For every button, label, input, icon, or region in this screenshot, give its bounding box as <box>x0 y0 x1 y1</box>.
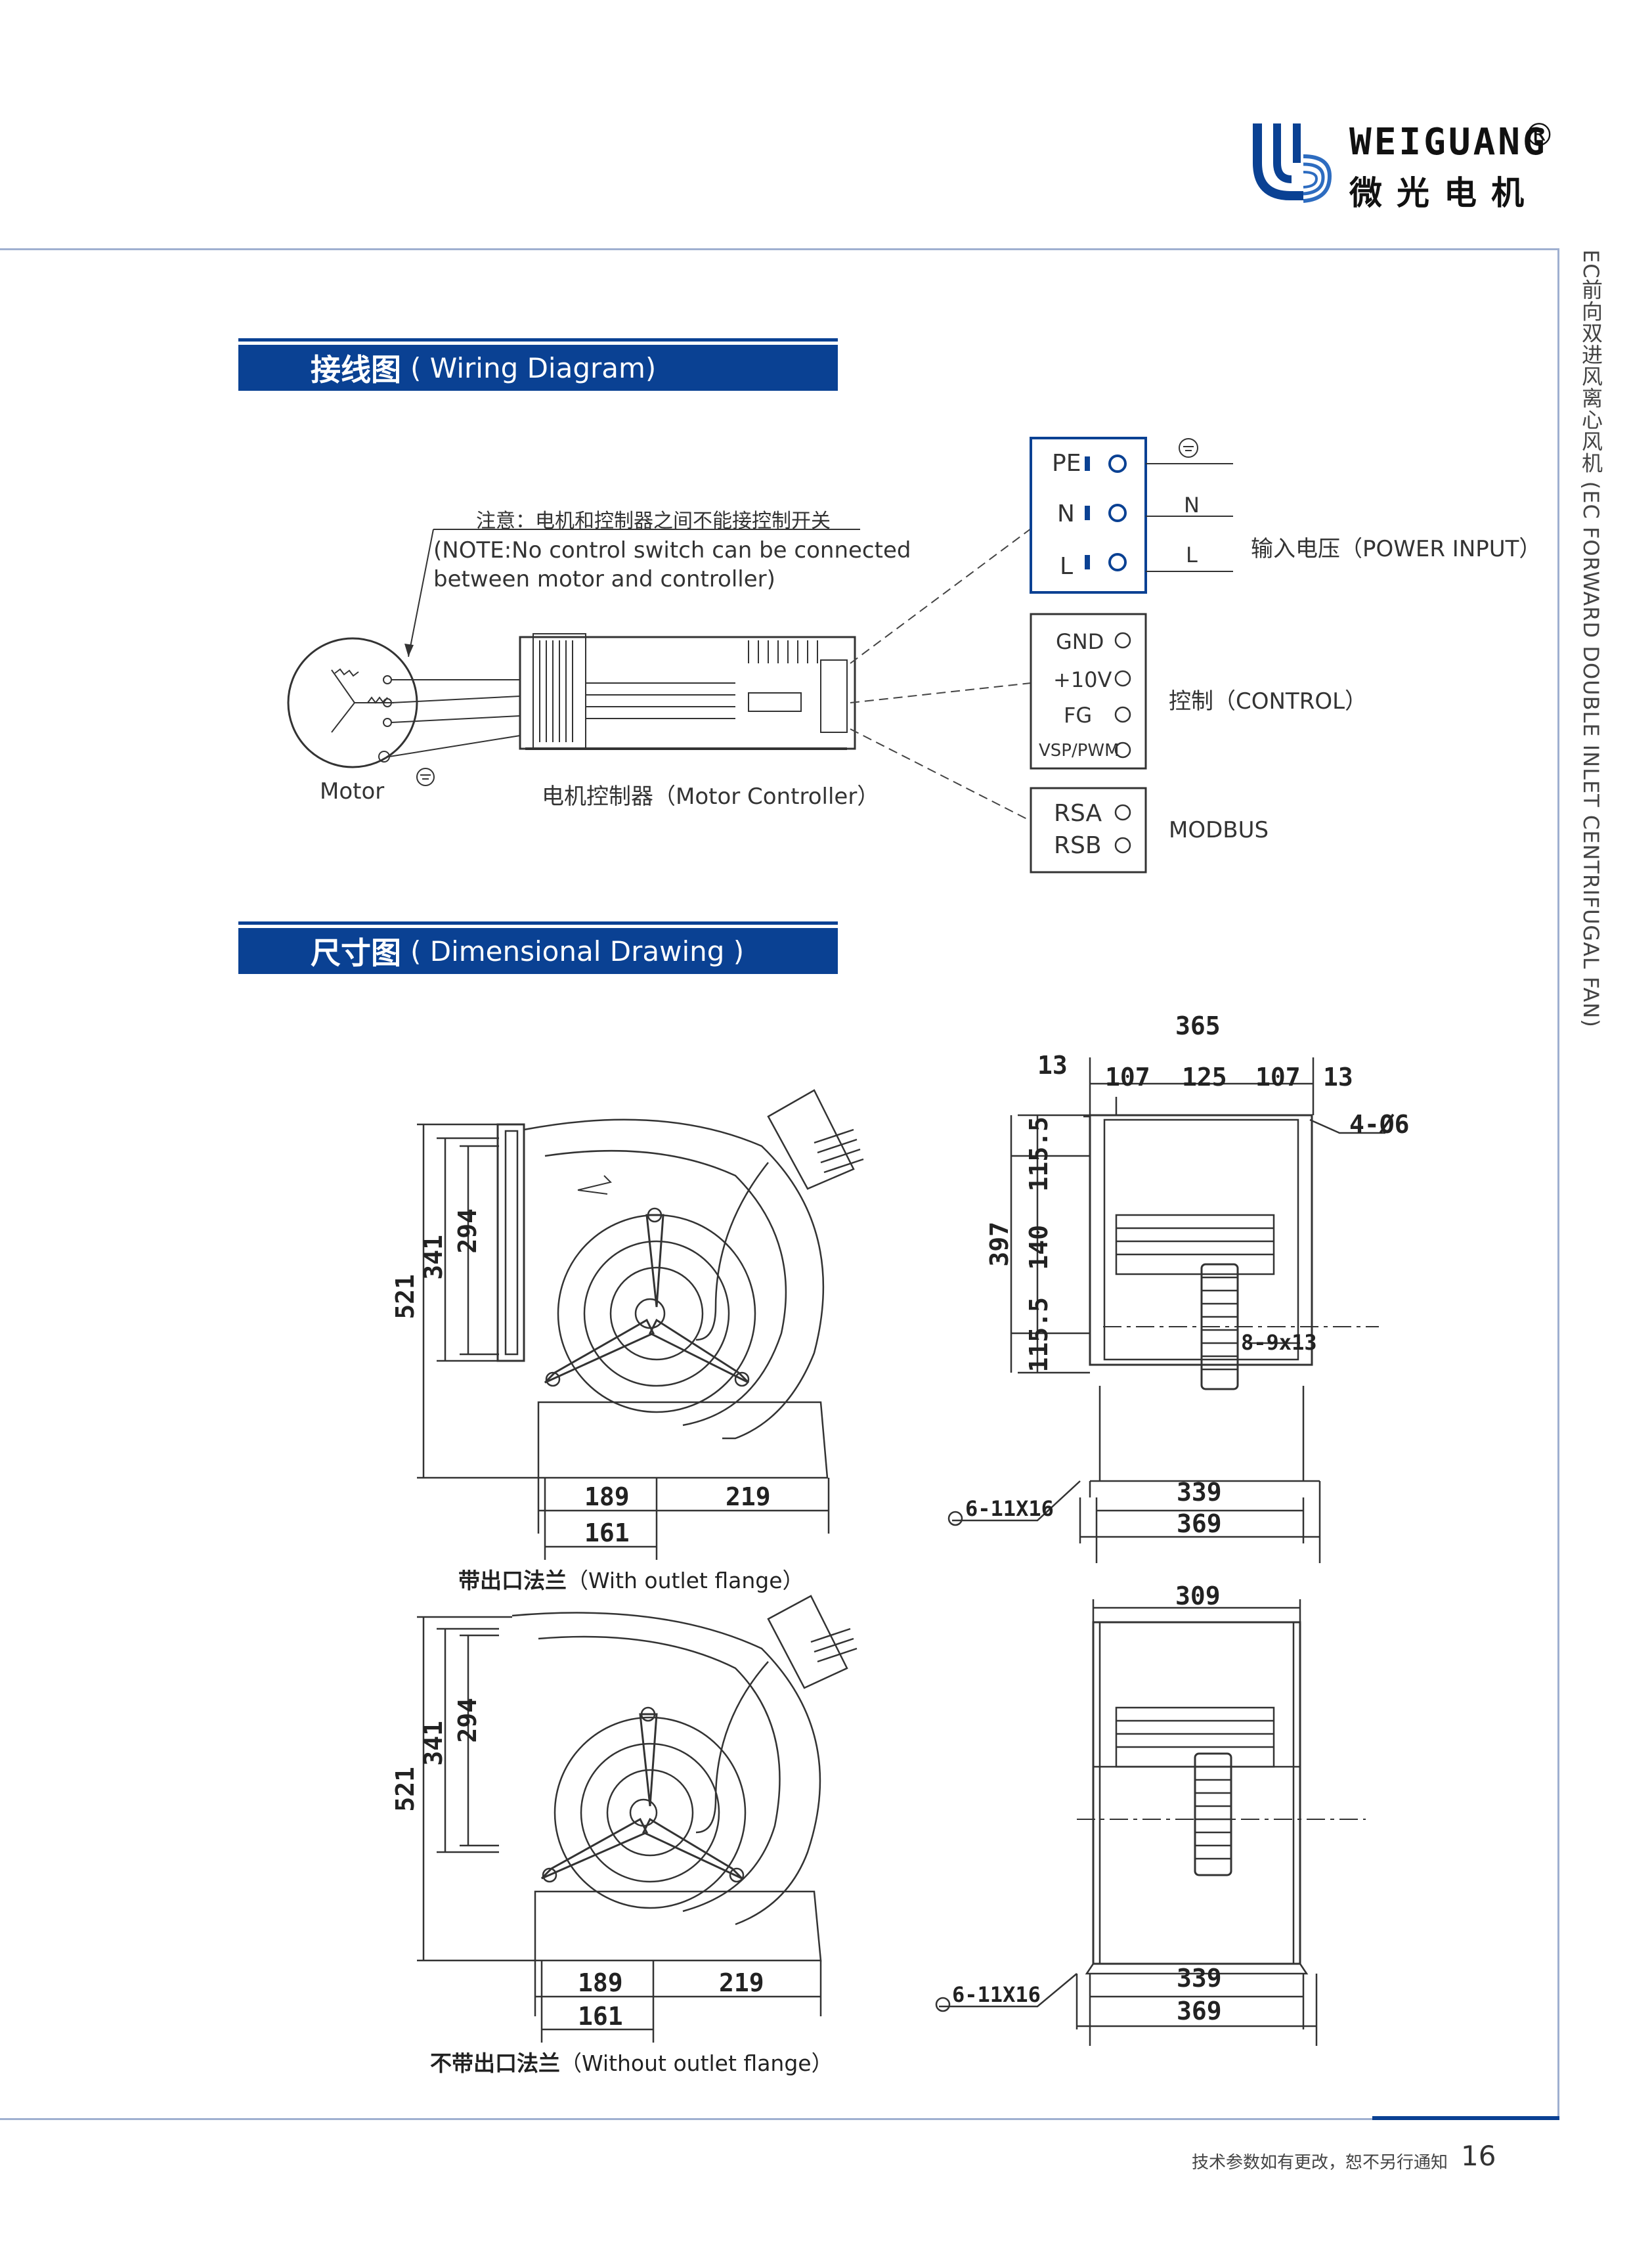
dim-115-top: 115.5 <box>1024 1117 1053 1192</box>
dim-369-b: 369 <box>1177 1997 1222 2026</box>
dim-341-b: 341 <box>419 1721 448 1766</box>
dim-161-a: 161 <box>584 1518 630 1547</box>
registered-mark: ® <box>1523 117 1555 154</box>
dim-section-header: 尺寸图 ( Dimensional Drawing ) <box>238 928 838 974</box>
terminal-vsp: VSP/PWM <box>1039 741 1119 761</box>
wiring-section-header: 接线图 ( Wiring Diagram) <box>238 345 838 391</box>
caption-without-flange-en: （Without outlet flange） <box>560 2050 833 2076</box>
wiring-note-cn: 注意：电机和控制器之间不能接控制开关 <box>476 510 831 533</box>
dim-section-top <box>238 921 838 925</box>
side-title: EC前向双进风离心风机 (EC FORWARD DOUBLE INLET CEN… <box>1578 250 1603 1028</box>
power-line-n: N <box>1184 493 1200 518</box>
wiring-title-cn: 接线图 <box>311 352 401 387</box>
dim-339-b: 339 <box>1177 1964 1222 1993</box>
footer-note: 技术参数如有更改，恕不另行通知 <box>1192 2153 1448 2173</box>
caption-with-flange-cn: 带出口法兰 <box>458 1568 567 1593</box>
modbus-label: MODBUS <box>1169 817 1269 843</box>
dim-294-a: 294 <box>453 1208 482 1254</box>
dim-161-b: 161 <box>578 2002 623 2031</box>
terminal-10v: +10V <box>1053 667 1112 692</box>
controller-label: 电机控制器（Motor Controller） <box>542 784 880 810</box>
dim-title-cn: 尺寸图 <box>311 935 401 971</box>
brand-name-cn: 微光电机 <box>1349 174 1538 212</box>
terminal-rsb: RSB <box>1054 832 1102 859</box>
caption-without-flange: 不带出口法兰（Without outlet flange） <box>430 2046 833 2077</box>
brand-logo: WEIGUANG ® 微光电机 <box>1251 117 1555 212</box>
caption-without-flange-cn: 不带出口法兰 <box>430 2050 560 2076</box>
dim-339-a: 339 <box>1177 1478 1222 1507</box>
wiring-note-en-2: between motor and controller) <box>433 566 775 592</box>
dim-107-right: 107 <box>1255 1063 1301 1092</box>
dim-189-a: 189 <box>584 1482 630 1511</box>
dim-125: 125 <box>1182 1063 1227 1092</box>
terminal-l: L <box>1060 553 1074 580</box>
dim-189-b: 189 <box>578 1968 623 1997</box>
dim-521-a: 521 <box>391 1274 420 1319</box>
dim-521-b: 521 <box>391 1767 420 1812</box>
terminal-rsa: RSA <box>1054 800 1102 827</box>
dim-holes: 4-Ø6 <box>1349 1110 1410 1139</box>
power-input-label: 输入电压（POWER INPUT） <box>1251 536 1542 562</box>
dim-219-a: 219 <box>726 1482 771 1511</box>
dim-mount-a: 6-11X16 <box>965 1496 1054 1521</box>
terminal-gnd: GND <box>1056 629 1104 654</box>
dim-309: 309 <box>1175 1582 1221 1610</box>
wiring-title-en: ( Wiring Diagram) <box>410 351 657 384</box>
terminal-n: N <box>1057 500 1075 527</box>
dim-title-en: ( Dimensional Drawing ) <box>410 935 745 967</box>
right-rule <box>1557 248 1559 2120</box>
dim-369-a: 369 <box>1177 1509 1222 1538</box>
dim-219-b: 219 <box>719 1968 764 1997</box>
caption-with-flange-en: （With outlet flange） <box>567 1568 804 1593</box>
dim-397: 397 <box>985 1222 1014 1267</box>
dim-slot: 8-9x13 <box>1241 1330 1317 1355</box>
dim-13-right: 13 <box>1323 1063 1353 1092</box>
dim-115-bottom: 115.5 <box>1024 1297 1053 1373</box>
dim-mount-b: 6-11X16 <box>952 1982 1041 2007</box>
dim-140: 140 <box>1024 1225 1053 1270</box>
caption-with-flange: 带出口法兰（With outlet flange） <box>458 1563 804 1595</box>
motor-label: Motor <box>320 778 385 805</box>
terminal-pe: PE <box>1052 450 1081 477</box>
dim-341-a: 341 <box>419 1235 448 1280</box>
terminal-fg: FG <box>1064 703 1093 728</box>
power-line-l: L <box>1186 542 1198 567</box>
dim-365: 365 <box>1175 1011 1221 1040</box>
brand-name-en: WEIGUANG <box>1349 121 1548 164</box>
logo-mark-icon <box>1253 123 1332 203</box>
wiring-section-top <box>238 338 838 342</box>
footer-rule-accent <box>1372 2116 1559 2120</box>
page-number: 16 <box>1461 2140 1496 2172</box>
control-label: 控制（CONTROL） <box>1169 688 1368 715</box>
dim-107-left: 107 <box>1105 1063 1150 1092</box>
wiring-note-en-1: (NOTE:No control switch can be connected <box>433 537 911 564</box>
header-rule <box>0 248 1559 250</box>
dim-13-left: 13 <box>1037 1051 1068 1080</box>
dim-294-b: 294 <box>453 1698 482 1743</box>
footer-rule <box>0 2118 1559 2120</box>
